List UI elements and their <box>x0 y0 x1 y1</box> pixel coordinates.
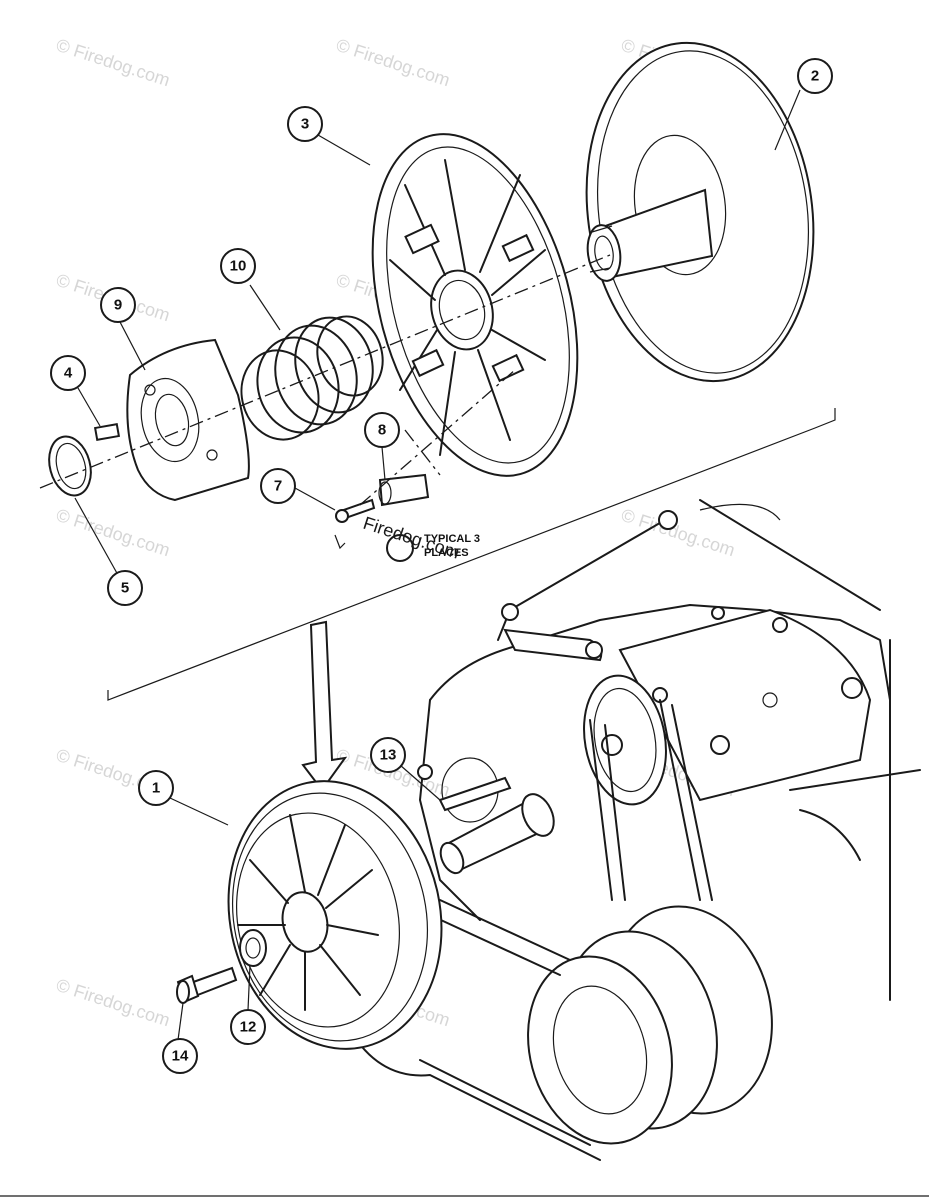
engine-key-part <box>438 776 512 812</box>
callout-1: 1 <box>138 770 174 806</box>
watermark: © Firedog.com <box>54 35 173 91</box>
callout-14: 14 <box>162 1038 198 1074</box>
callout-label: 1 <box>152 780 160 797</box>
note-line-2: PLACES <box>424 547 469 559</box>
fixed-sheave-part <box>585 41 815 383</box>
callout-5: 5 <box>107 570 143 606</box>
callout-label: 13 <box>380 747 397 764</box>
group-bracket <box>107 408 836 701</box>
watermark: © Firedog.com <box>54 505 173 561</box>
callout-label: 10 <box>230 258 247 275</box>
callout-2: 2 <box>797 58 833 94</box>
callout-label: 7 <box>274 478 282 495</box>
callout-9: 9 <box>100 287 136 323</box>
callout-label: 4 <box>64 365 73 382</box>
callout-7: 7 <box>260 468 296 504</box>
roller-button-part <box>378 473 430 507</box>
callout-label: 5 <box>121 580 129 597</box>
cover-plate-part <box>126 338 250 502</box>
callout-label: 14 <box>172 1048 189 1065</box>
typical-places-note: TYPICAL 3 PLACES Firedog.com <box>361 513 480 563</box>
callout-10: 10 <box>220 248 256 284</box>
group-bracket <box>334 534 346 550</box>
retaining-ring-part <box>48 435 92 497</box>
driven-clutch-part <box>227 780 443 1050</box>
leader-lines <box>74 89 801 1041</box>
assembly-centerline <box>39 254 611 489</box>
callout-3: 3 <box>287 106 323 142</box>
callout-label: 12 <box>240 1019 257 1036</box>
key-part <box>93 423 121 441</box>
roller-centerline <box>404 429 441 476</box>
callout-label: 9 <box>114 297 122 314</box>
callout-13: 13 <box>370 737 406 773</box>
callout-label: 2 <box>811 68 819 85</box>
engine-assembly <box>417 499 921 1145</box>
note-line-1: TYPICAL 3 <box>424 533 480 545</box>
callout-12: 12 <box>230 1009 266 1045</box>
install-arrow <box>301 620 348 792</box>
watermark: © Firedog.com <box>334 35 453 91</box>
callout-4: 4 <box>50 355 86 391</box>
bolt-part <box>176 966 238 1004</box>
moveable-sheave-part <box>371 133 579 477</box>
callout-label: 3 <box>301 116 309 133</box>
roller-centerline <box>359 369 516 506</box>
callout-8: 8 <box>364 412 400 448</box>
watermark: © Firedog.com <box>54 975 173 1031</box>
washer-part <box>239 929 267 967</box>
callout-label: 8 <box>378 422 386 439</box>
